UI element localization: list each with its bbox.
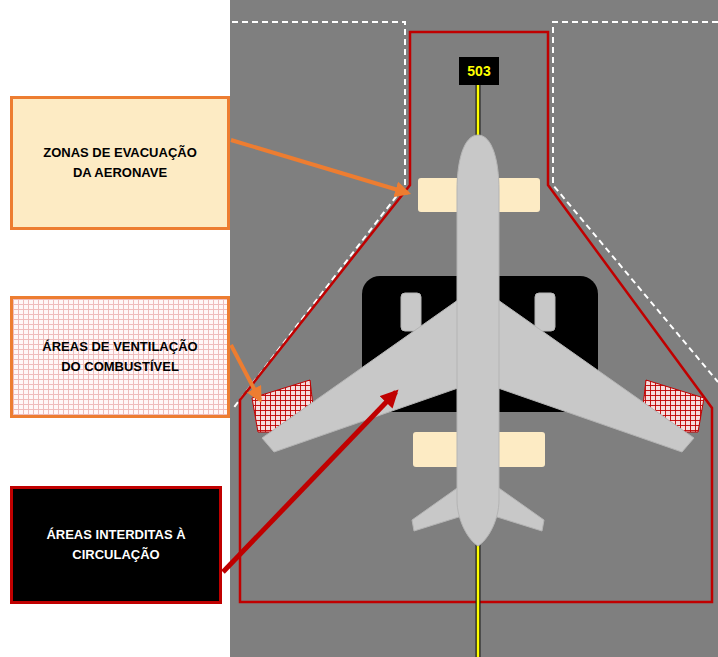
- callout-box: ÁREAS DE VENTILAÇÃO DO COMBUSTÍVEL: [10, 296, 230, 418]
- leader-arrow: [223, 392, 396, 572]
- callout-text: ÁREAS INTERDITAS À CIRCULAÇÃO: [40, 525, 192, 565]
- stand-number: 503: [459, 57, 499, 85]
- leader-arrow: [231, 140, 408, 193]
- stand-number-plate: [459, 57, 499, 85]
- apron-ground: [230, 0, 718, 657]
- callout-text: ZONAS DE EVACUAÇÃO DA AERONAVE: [40, 143, 200, 183]
- aircraft: [262, 135, 694, 546]
- callout-box: ZONAS DE EVACUAÇÃO DA AERONAVE: [10, 96, 230, 230]
- callout-text: ÁREAS DE VENTILAÇÃO DO COMBUSTÍVEL: [40, 337, 200, 377]
- callout-box: ÁREAS INTERDITAS À CIRCULAÇÃO: [10, 486, 222, 604]
- leader-arrow: [231, 345, 260, 400]
